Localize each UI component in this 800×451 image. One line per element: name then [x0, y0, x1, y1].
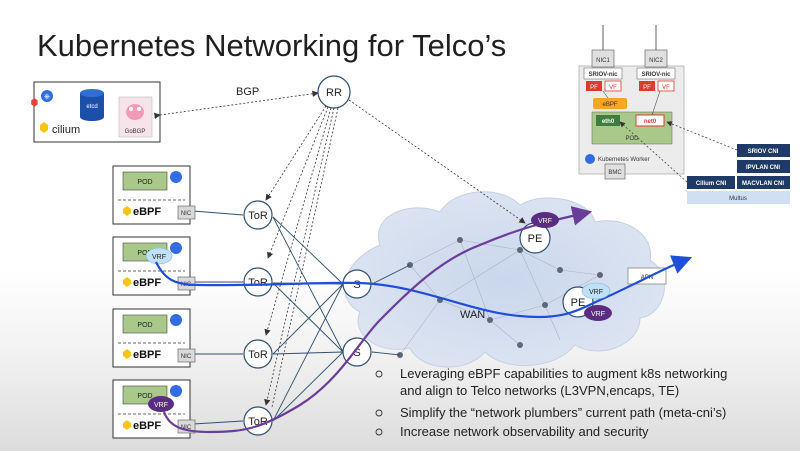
kubernetes-worker: NIC1 NIC2 SRIOV-nic SRIOV-nic PF VF PF V… [578, 25, 685, 180]
multus-label: Multus [729, 196, 747, 202]
cilium-hexagon-icon [31, 98, 48, 133]
server-1[interactable]: POD eBPF NIC [112, 165, 196, 225]
svg-text:VF: VF [662, 85, 670, 91]
ebpf-label: eBPF [133, 420, 161, 432]
svg-text:ToR: ToR [248, 349, 268, 361]
vrf-badge-pe2-blue: VRF [581, 282, 611, 300]
ebpf-label: eBPF [133, 349, 161, 361]
sriov-nic-label: SRIOV-nic [641, 72, 671, 78]
bullet-2: Simplify the “network plumbers” current … [400, 405, 726, 420]
etcd-cylinder-icon [80, 89, 104, 121]
etcd-label: etcd [86, 104, 97, 110]
worker-ebpf-label: eBPF [602, 102, 617, 108]
nic-label: NIC [181, 425, 192, 431]
sriov-nic-label: SRIOV-nic [588, 72, 618, 78]
cilium-hexagon-icon [123, 206, 131, 216]
kubernetes-icon [170, 242, 182, 254]
kubernetes-icon: ⎈ [41, 90, 53, 102]
nic-label: NIC [181, 211, 192, 217]
server-2[interactable]: POD eBPF NIC VRF [112, 236, 196, 296]
bullet-1: Leveraging eBPF capabilities to augment … [400, 366, 727, 381]
ipvlan-cni-label: IPVLAN CNI [746, 165, 780, 171]
bullet-1-cont: and align to Telco networks (L3VPN,encap… [400, 383, 679, 398]
cilium-label: cilium [52, 124, 80, 136]
cilium-hexagon-icon [123, 349, 131, 359]
cilium-cni-label: Cilium CNI [696, 181, 727, 187]
svg-text:VF: VF [609, 85, 617, 91]
svg-text:S: S [353, 347, 360, 359]
vrf-badge-pe1: VRF [531, 212, 559, 228]
purple-vrf-path [162, 206, 593, 434]
bgp-label: BGP [236, 86, 259, 98]
svg-text:PE: PE [528, 233, 543, 245]
bgp-link [154, 90, 319, 119]
svg-text:VRF: VRF [591, 311, 605, 318]
kubernetes-icon [170, 314, 182, 326]
macvlan-cni-label: MACVLAN CNI [742, 181, 784, 187]
tor-node-1[interactable]: ToR [243, 200, 273, 230]
pod-label: POD [137, 393, 152, 400]
kubernetes-icon [170, 171, 182, 183]
tor-node-3[interactable]: ToR [243, 339, 273, 369]
cilium-hexagon-icon [123, 420, 131, 430]
pod-label: POD [137, 179, 152, 186]
control-plane-box: ⎈ etcd cilium GoBGP [31, 81, 161, 143]
nic-label: NIC [181, 354, 192, 360]
svg-text:PE: PE [571, 297, 586, 309]
gobgp-label: GoBGP [125, 129, 146, 135]
nic2-label: NIC2 [649, 58, 663, 64]
worker-pod-label: POD [625, 136, 639, 142]
kubernetes-icon [170, 385, 182, 397]
server-3[interactable]: POD eBPF NIC [112, 308, 196, 368]
svg-text:PF: PF [643, 85, 651, 91]
ebpf-label: eBPF [133, 277, 161, 289]
blue-vrf-path [155, 255, 693, 319]
bmc-label: BMC [608, 170, 622, 176]
cni-stack: SRIOV CNI IPVLAN CNI Cilium CNI MACVLAN … [687, 144, 790, 204]
svg-text:VRF: VRF [152, 254, 166, 261]
bullet-list: Leveraging eBPF capabilities to augment … [375, 366, 727, 439]
bullet-3: Increase network observability and secur… [400, 424, 649, 439]
eth0-label: eth0 [602, 119, 615, 125]
svg-text:VRF: VRF [589, 289, 603, 296]
server-4[interactable]: POD eBPF NIC VRF [112, 379, 196, 439]
rr-sessions [264, 99, 526, 408]
page-title: Kubernetes Networking for Telco’s [37, 28, 506, 63]
vrf-badge [145, 247, 173, 265]
svg-text:RR: RR [326, 87, 342, 99]
svg-text:ToR: ToR [248, 210, 268, 222]
nic1-label: NIC1 [596, 58, 610, 64]
svg-text:VRF: VRF [154, 402, 168, 409]
wan-label: WAN [460, 309, 485, 321]
vrf-badge [148, 396, 174, 412]
net0-label: net0 [644, 119, 657, 125]
kubernetes-icon [585, 154, 595, 164]
svg-text:ToR: ToR [248, 277, 268, 289]
worker-caption: Kubernetes Worker [598, 157, 650, 163]
rr-node[interactable]: RR [317, 75, 351, 109]
svg-text:⎈: ⎈ [44, 92, 51, 101]
pod-label: POD [137, 322, 152, 329]
ebpf-label: eBPF [133, 206, 161, 218]
svg-text:S: S [353, 279, 360, 291]
tor-node-2[interactable]: ToR [243, 267, 273, 297]
cilium-hexagon-icon [123, 277, 131, 287]
pod-label: POD [137, 250, 152, 257]
gobgp-gopher-icon [118, 96, 153, 138]
wan-cloud-icon [344, 191, 665, 368]
sriov-cni-label: SRIOV CNI [748, 149, 779, 155]
cni-arrows [619, 121, 738, 183]
svg-text:VRF: VRF [538, 218, 552, 225]
svg-text:PF: PF [590, 85, 598, 91]
vrf-badge-pe2-purple: VRF [584, 305, 612, 321]
